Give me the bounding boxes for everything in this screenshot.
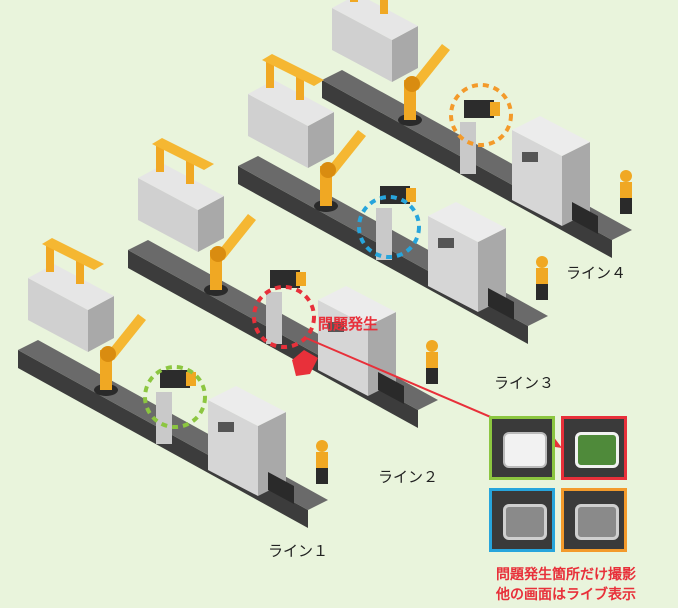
problem-burst-icon (292, 350, 318, 376)
line-label-4: ライン４ (566, 264, 627, 282)
screen-green (575, 432, 619, 468)
line-label-2: ライン２ (378, 468, 439, 486)
screen-gray (575, 504, 619, 540)
monitor-line-2 (561, 416, 627, 480)
monitor-grid (489, 416, 629, 554)
line-3-camera-ring (357, 195, 421, 259)
line-3-machinery (238, 54, 548, 344)
monitor-line-3 (489, 488, 555, 552)
caption-line-2: 他の画面はライブ表示 (496, 587, 636, 603)
screen-gray (503, 504, 547, 540)
line-1-camera-ring (143, 365, 207, 429)
line-label-3: ライン３ (494, 374, 555, 392)
line-1-machinery (18, 238, 328, 528)
problem-label: 問題発生 (318, 315, 379, 333)
caption: 問題発生箇所だけ撮影 他の画面はライブ表示 (466, 565, 666, 605)
screen-white (503, 432, 547, 468)
monitor-line-1 (489, 416, 555, 480)
line-label-1: ライン１ (268, 542, 329, 560)
line-2-machinery (128, 138, 438, 428)
caption-line-1: 問題発生箇所だけ撮影 (496, 567, 636, 583)
monitor-line-4 (561, 488, 627, 552)
line-2-camera-ring (252, 285, 316, 349)
line-4-camera-ring (449, 83, 513, 147)
line-4-machinery (322, 0, 632, 258)
